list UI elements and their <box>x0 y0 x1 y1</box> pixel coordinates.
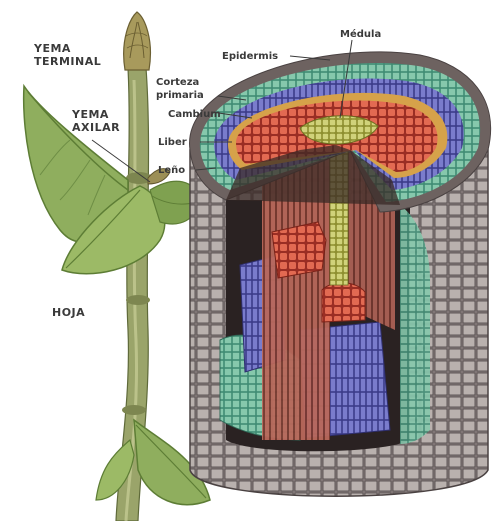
stem-cylinder <box>190 52 491 496</box>
terminal-bud <box>124 12 151 70</box>
leno-label: Leño <box>158 164 185 177</box>
epidermis-label: Epidermis <box>222 50 278 63</box>
hoja-label: HOJA <box>52 306 85 319</box>
yema-axilar-label-line1: YEMA <box>72 108 120 121</box>
yema-axilar-label: YEMA AXILAR <box>72 108 120 134</box>
yema-terminal-label: YEMA TERMINAL <box>34 42 101 68</box>
corteza-primaria-label-line2: primaria <box>156 89 204 102</box>
corteza-primaria-label: Corteza primaria <box>156 76 204 102</box>
corteza-primaria-label-line1: Corteza <box>156 76 204 89</box>
yema-axilar-label-line2: AXILAR <box>72 121 120 134</box>
cambium-label: Cambium <box>168 108 221 121</box>
liber-label: Liber <box>158 136 187 149</box>
yema-terminal-label-line2: TERMINAL <box>34 55 101 68</box>
yema-terminal-label-line1: YEMA <box>34 42 101 55</box>
medula-label: Médula <box>340 28 381 41</box>
